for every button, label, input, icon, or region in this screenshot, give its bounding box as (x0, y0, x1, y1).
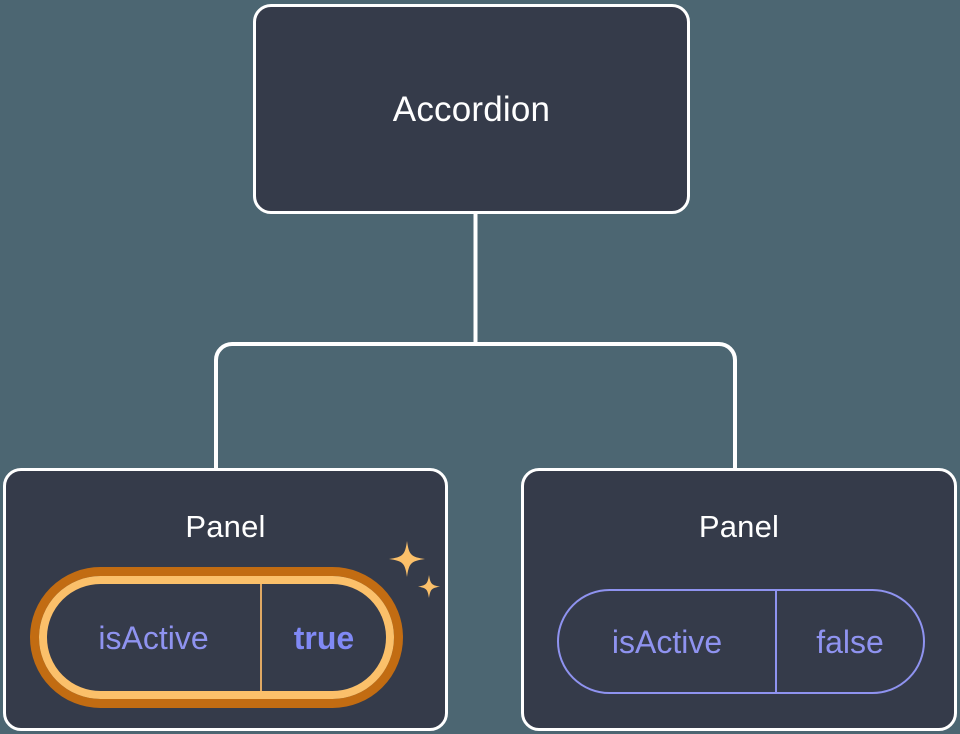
node-panel-inactive-title: Panel (698, 509, 780, 544)
prop-pill-active[interactable]: isActive true (39, 576, 394, 699)
prop-pill-inactive-key: isActive (611, 623, 723, 660)
node-panel-active-title: Panel (185, 509, 266, 544)
prop-pill-active-divider (260, 584, 262, 691)
connector-branch-right (475, 342, 737, 470)
connector-branch-left (214, 342, 476, 470)
node-accordion-title: Accordion (392, 89, 551, 129)
prop-pill-active-key: isActive (98, 619, 209, 656)
prop-pill-active-glow (30, 567, 403, 708)
node-accordion[interactable]: Accordion (253, 4, 690, 214)
prop-pill-active-value: true (293, 619, 355, 656)
prop-pill-inactive-value: false (816, 623, 884, 660)
prop-pill-inactive-divider (775, 591, 777, 692)
prop-pill-inactive[interactable]: isActive false (557, 589, 925, 694)
